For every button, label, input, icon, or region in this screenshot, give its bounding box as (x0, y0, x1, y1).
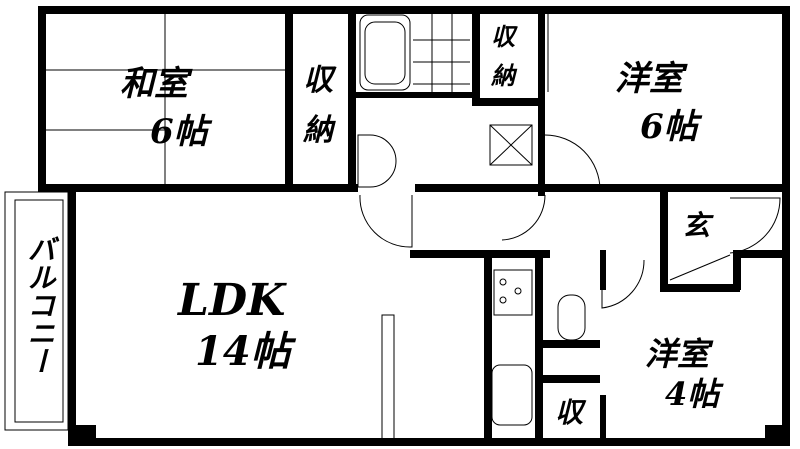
door-swing (544, 134, 601, 191)
storage-2-top: 収 (491, 22, 518, 51)
ldk-size: 14帖 (195, 328, 297, 375)
door-swing (601, 258, 645, 309)
walls (38, 6, 790, 446)
yoshitsu-6-name: 洋室 (615, 59, 688, 99)
washbasin-icon (357, 134, 397, 188)
storage-3-name: 収 (555, 396, 587, 429)
sink-icon (491, 364, 533, 426)
storage-1-top: 収 (303, 63, 337, 98)
yoshitsu-4-size: 4帖 (665, 375, 724, 413)
fixtures (4, 12, 781, 446)
balcony-name: バルコニー (24, 235, 57, 375)
bath-tiles (413, 12, 470, 92)
door-swing (501, 194, 546, 241)
step-line (669, 254, 731, 281)
toilet-icon (557, 294, 586, 341)
balcony-inner (14, 199, 64, 423)
partition (381, 314, 395, 446)
storage-2-bottom: 納 (490, 61, 518, 90)
stove-icon (493, 269, 533, 316)
bathtub-icon (359, 14, 411, 91)
ldk-name: LDK (176, 275, 287, 326)
storage-1-bottom: 納 (302, 113, 336, 148)
bathtub-inner (364, 21, 406, 85)
door-swing (359, 194, 413, 248)
entrance-name: 玄 (682, 209, 714, 242)
yoshitsu-6-size: 6帖 (640, 107, 703, 147)
washitsu-name: 和室 (120, 64, 193, 104)
washing-machine-space (489, 124, 533, 166)
yoshitsu-4-name: 洋室 (645, 335, 714, 373)
door-swing (729, 197, 781, 254)
washitsu-size: 6帖 (150, 112, 213, 152)
